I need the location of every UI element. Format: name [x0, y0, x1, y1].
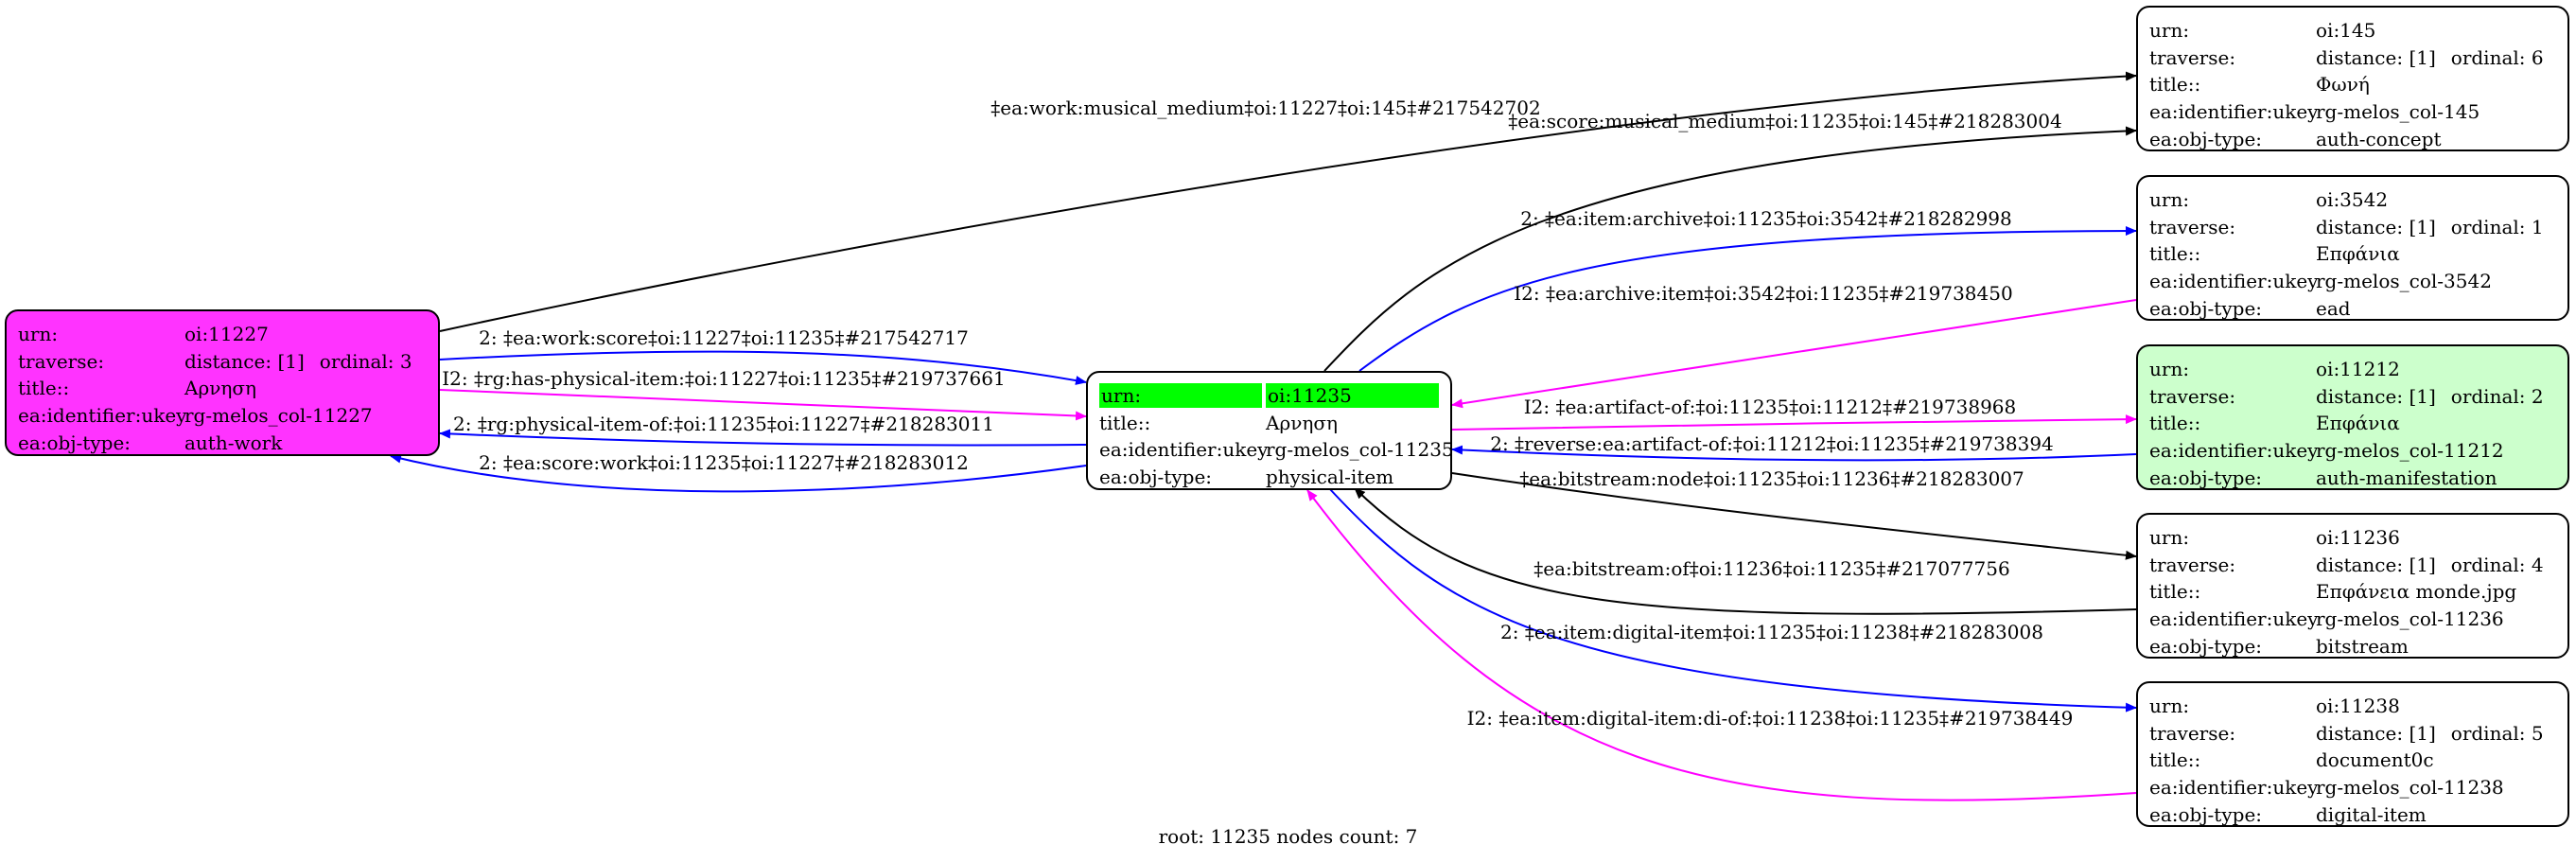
node-row-traverse: traverse:distance: [1]ordinal: 4 — [2149, 553, 2544, 576]
node-row-title: title::document0c — [2149, 748, 2434, 772]
node-row-traverse: traverse:distance: [1]ordinal: 5 — [2149, 721, 2544, 745]
edge-work-score — [439, 350, 1087, 385]
edge-label: ‡ea:bitstream:of‡oi:11236‡oi:11235‡#2170… — [1533, 557, 2009, 580]
node-row-urn: urn:oi:11236 — [2149, 526, 2400, 550]
edge-label: I2: ‡ea:artifact-of:‡oi:11235‡oi:11212‡#… — [1524, 396, 2017, 418]
node-row-urn: urn:oi:3542 — [2149, 188, 2389, 212]
node-row-type: ea:obj-type:physical-item — [1099, 466, 1394, 489]
node-oi-145[interactable]: urn:oi:145 traverse:distance: [1]ordinal… — [2136, 6, 2569, 151]
edge-item-digital-item — [1328, 487, 2137, 712]
node-oi-11235-root[interactable]: urn:oi:11235 title::Αρνηση ea:identifier… — [1086, 371, 1454, 490]
node-row-traverse: traverse:distance: [1]ordinal: 2 — [2149, 384, 2544, 408]
node-oi-11212[interactable]: urn:oi:11212 traverse:distance: [1]ordin… — [2136, 344, 2569, 490]
node-row-type: ea:obj-type:ead — [2149, 296, 2351, 320]
node-row-title: title::Επφάνια — [2149, 242, 2400, 266]
edge-item-archive — [1358, 226, 2137, 372]
edge-label: ‡ea:score:musical_medium‡oi:11235‡oi:145… — [1508, 110, 2061, 132]
edge-label: 2: ‡rg:physical-item-of:‡oi:11235‡oi:112… — [453, 413, 994, 435]
node-row-urn: urn:oi:145 — [2149, 19, 2376, 43]
edge-artifact-of — [1451, 414, 2137, 431]
node-row-type: ea:obj-type:bitstream — [2149, 634, 2409, 658]
graph-footer-caption: root: 11235 nodes count: 7 — [1158, 825, 1418, 848]
node-oi-3542[interactable]: urn:oi:3542 traverse:distance: [1]ordina… — [2136, 175, 2569, 321]
node-row-traverse: traverse:distance: [1]ordinal: 6 — [2149, 45, 2544, 69]
node-row-type: ea:obj-type:auth-manifestation — [2149, 466, 2497, 489]
edge-label: 2: ‡ea:item:archive‡oi:11235‡oi:3542‡#21… — [1520, 207, 2012, 230]
edge-bitstream-node — [1451, 472, 2137, 560]
node-row-title: title::Φωνή — [2149, 73, 2370, 97]
edge-label: 2: ‡reverse:ea:artifact-of:‡oi:11212‡oi:… — [1490, 432, 2054, 455]
node-row-type: ea:obj-type:auth-concept — [2149, 127, 2442, 150]
edge-score-work — [390, 453, 1087, 493]
node-row-traverse: traverse:distance: [1]ordinal: 1 — [2149, 215, 2544, 238]
edge-label: 2: ‡ea:work:score‡oi:11227‡oi:11235‡#217… — [479, 326, 969, 349]
node-row-urn: urn:oi:11238 — [2149, 695, 2400, 718]
node-row-title: title::Αρνηση — [1099, 411, 1338, 434]
node-oi-11227[interactable]: urn:oi:11227 traverse:distance: [1]ordin… — [5, 309, 440, 456]
edge-label: I2: ‡ea:item:digital-item:di-of:‡oi:1123… — [1467, 707, 2074, 730]
edge-label: ‡ea:bitstream:node‡oi:11235‡oi:11236‡#21… — [1519, 467, 2024, 490]
node-row-type: ea:obj-type:auth-work — [18, 431, 283, 454]
edge-digital-item-di-of — [1306, 489, 2137, 801]
node-row-traverse: traverse:distance: [1]ordinal: 3 — [18, 349, 412, 373]
node-oi-11236[interactable]: urn:oi:11236 traverse:distance: [1]ordin… — [2136, 513, 2569, 659]
node-row-type: ea:obj-type:digital-item — [2149, 802, 2427, 826]
node-row-urn: urn:oi:11212 — [2149, 358, 2400, 381]
edge-physical-item-of — [439, 429, 1087, 447]
edge-label: I2: ‡ea:archive:item‡oi:3542‡oi:11235‡#2… — [1514, 282, 2012, 305]
node-row-title: title::Επφάνεια monde.jpg — [2149, 580, 2517, 604]
edge-label: 2: ‡ea:item:digital-item‡oi:11235‡oi:112… — [1500, 621, 2043, 643]
edge-bitstream-of — [1354, 487, 2137, 615]
edge-score-musical-medium — [1323, 126, 2137, 372]
node-oi-11238[interactable]: urn:oi:11238 traverse:distance: [1]ordin… — [2136, 681, 2569, 827]
edge-label: ‡ea:work:musical_medium‡oi:11227‡oi:145‡… — [990, 97, 1540, 119]
node-row-urn: urn:oi:11235 — [1099, 382, 1439, 410]
node-row-urn: urn:oi:11227 — [18, 323, 269, 346]
edge-archive-item — [1451, 299, 2137, 409]
edge-label: 2: ‡ea:score:work‡oi:11235‡oi:11227‡#218… — [479, 451, 969, 474]
edge-label: I2: ‡rg:has-physical-item:‡oi:11227‡oi:1… — [442, 367, 1005, 390]
node-row-title: title::Αρνηση — [18, 377, 256, 400]
node-row-title: title::Επφάνια — [2149, 412, 2400, 435]
edge-work-musical-medium — [439, 71, 2137, 332]
edge-reverse-artifact-of — [1451, 445, 2137, 462]
